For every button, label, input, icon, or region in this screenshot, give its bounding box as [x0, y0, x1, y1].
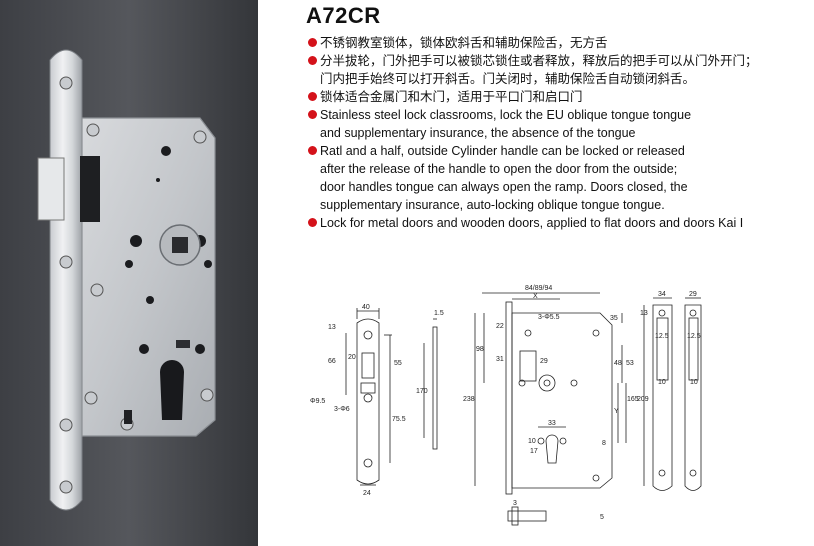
feature-line: Ratl and a half, outside Cylinder handle… — [320, 144, 685, 158]
dim-front-mid: 66 — [328, 358, 336, 365]
dim-body-33: 33 — [548, 420, 556, 427]
dim-plate-10b: 10 — [690, 379, 698, 386]
dim-body-holes: 3-Φ5.5 — [538, 314, 560, 321]
feature-line: 分半拔轮，门外把手可以被锁芯锁住或者释放，释放后的把手可以从门外开门； — [320, 54, 758, 68]
product-title: A72CR — [306, 3, 381, 28]
dim-body-98: 98 — [476, 346, 484, 353]
dim-plate-209: 209 — [637, 396, 649, 403]
feature-line: after the release of the handle to open … — [320, 162, 678, 176]
dim-plate-13: 13 — [640, 310, 648, 317]
strike-plate-views — [643, 297, 702, 491]
dim-front-sp: 55 — [394, 360, 402, 367]
bullet-dot-icon — [308, 110, 317, 119]
dim-body-17: 17 — [530, 448, 538, 455]
dim-body-x: X — [533, 293, 538, 300]
lock-body-view — [474, 292, 627, 526]
dim-body-22: 22 — [496, 323, 504, 330]
bullet-dot-icon — [308, 56, 317, 65]
dim-side-thk: 1.5 — [434, 310, 444, 317]
dim-body-29: 29 — [540, 358, 548, 365]
feature-item: 不锈钢教室锁体，锁体欧斜舌和辅助保险舌，无方舌 — [308, 34, 814, 52]
dim-plate-125a: 12.5 — [655, 333, 669, 340]
dim-front-dia2: 3-Φ6 — [334, 406, 350, 413]
dim-side-len: 170 — [416, 388, 428, 395]
bullet-dot-icon — [308, 38, 317, 47]
dim-body-165: 165 — [627, 396, 639, 403]
dim-body-8: 8 — [602, 440, 606, 447]
dim-front-top: 13 — [328, 324, 336, 331]
feature-line: door handles tongue can always open the … — [320, 180, 688, 194]
bullet-dot-icon — [308, 218, 317, 227]
dim-plate-29: 29 — [689, 291, 697, 298]
dim-plate-34: 34 — [658, 291, 666, 298]
lock-product-photo — [0, 0, 258, 546]
feature-line: Stainless steel lock classrooms, lock th… — [320, 108, 692, 122]
dim-body-w: 84/89/94 — [525, 285, 552, 292]
dim-plate-10a: 10 — [658, 379, 666, 386]
dim-front-hole: 20 — [348, 354, 356, 361]
dim-body-31: 31 — [496, 356, 504, 363]
dim-body-238: 238 — [463, 396, 475, 403]
feature-item: 分半拔轮，门外把手可以被锁芯锁住或者释放，释放后的把手可以从门外开门； 门内把手始… — [308, 52, 814, 88]
feature-list: 不锈钢教室锁体，锁体欧斜舌和辅助保险舌，无方舌分半拔轮，门外把手可以被锁芯锁住或… — [308, 34, 814, 232]
dim-plate-125b: 12.5 — [687, 333, 701, 340]
dim-body-35: 35 — [610, 315, 618, 322]
dim-front-width: 40 — [362, 304, 370, 311]
feature-line: and supplementary insurance, the absence… — [320, 126, 636, 140]
dim-front-dia: Φ9.5 — [310, 398, 325, 405]
feature-line: 锁体适合金属门和木门，适用于平口门和启口门 — [320, 90, 583, 104]
bullet-dot-icon — [308, 146, 317, 155]
faceplate-front-view — [345, 308, 392, 486]
feature-item: Stainless steel lock classrooms, lock th… — [308, 106, 814, 142]
feature-line: supplementary insurance, auto-locking ob… — [320, 198, 665, 212]
dim-front-bottom: 24 — [363, 490, 371, 497]
feature-item: Lock for metal doors and wooden doors, a… — [308, 214, 814, 232]
faceplate-side-view — [423, 318, 438, 450]
feature-line: 门内把手始终可以打开斜舌。门关闭时，辅助保险舌自动锁闭斜舌。 — [320, 72, 696, 86]
dim-body-y: Y — [614, 408, 619, 415]
dim-bolt-5: 5 — [600, 514, 604, 521]
feature-line: Lock for metal doors and wooden doors, a… — [320, 216, 744, 230]
dim-bolt-3: 3 — [513, 500, 517, 507]
dim-front-low: 75.5 — [392, 416, 406, 423]
feature-item: 锁体适合金属门和木门，适用于平口门和启口门 — [308, 88, 814, 106]
dim-body-48: 48 — [614, 360, 622, 367]
bullet-dot-icon — [308, 92, 317, 101]
feature-line: 不锈钢教室锁体，锁体欧斜舌和辅助保险舌，无方舌 — [320, 36, 608, 50]
dim-body-53: 53 — [626, 360, 634, 367]
dim-body-10: 10 — [528, 438, 536, 445]
feature-item: Ratl and a half, outside Cylinder handle… — [308, 142, 814, 214]
technical-drawings: 40 13 66 20 55 75.5 24 Φ9.5 3-Φ6 1.5 170… — [310, 285, 702, 526]
